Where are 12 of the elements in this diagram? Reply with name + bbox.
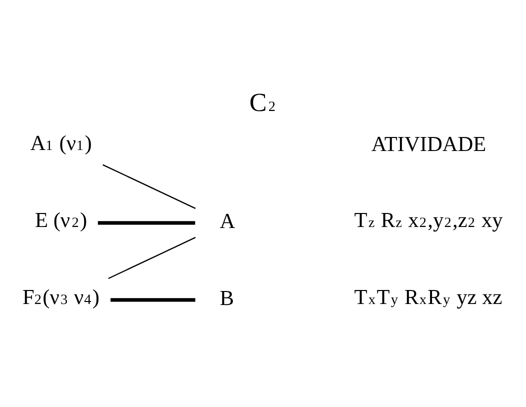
label: ATIVIDADE — [371, 132, 486, 156]
label: Tz Rz x2,y2,z2 xy — [354, 207, 503, 232]
connector — [102, 164, 196, 208]
node-text: E (ν2) — [34, 207, 88, 232]
node-text: F2(ν3 ν4) — [22, 284, 100, 308]
node-text: A — [220, 208, 236, 233]
label: TxTy RxRy yz xz — [354, 284, 502, 308]
connector — [98, 220, 196, 224]
connector — [110, 298, 196, 302]
node-text: A1 (ν1) — [30, 130, 92, 154]
connector — [108, 236, 196, 279]
node-text: B — [220, 286, 234, 310]
